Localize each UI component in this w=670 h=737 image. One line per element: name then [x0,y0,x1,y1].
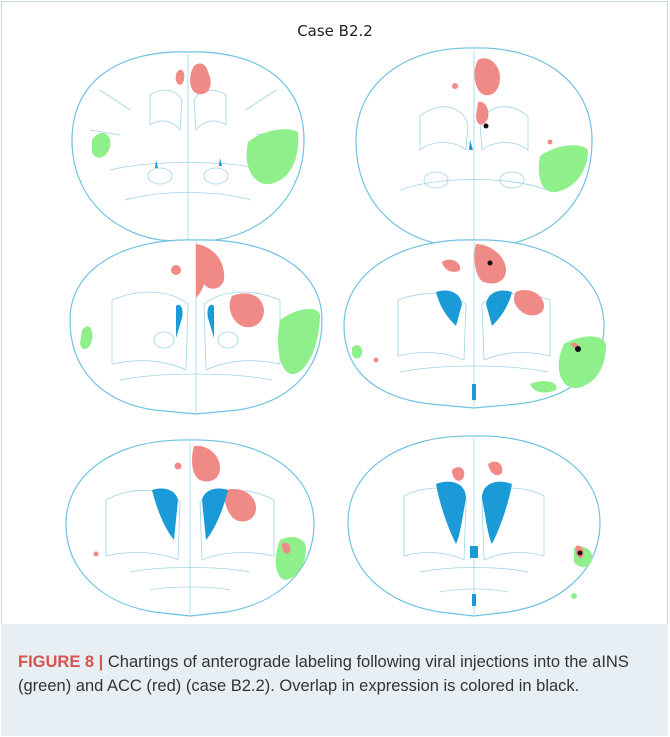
acc-label [94,552,99,557]
acc-label [171,265,181,275]
overlap-mark [484,124,489,129]
overlap-mark [488,261,493,266]
acc-label [374,358,379,363]
brain-section-1 [72,52,304,242]
brain-sections-figure [0,0,670,620]
brain-section-5 [66,440,314,616]
ains-label [276,537,306,580]
brain-section-4 [344,240,606,408]
acc-label [548,140,553,145]
acc-label [175,463,182,470]
brain-section-6 [348,436,600,616]
overlap-mark [578,551,583,556]
brain-section-3 [70,240,322,414]
overlap-mark [575,346,581,352]
caption-text: Chartings of anterograde labeling follow… [18,653,629,695]
ains-label [559,336,606,388]
acc-label [452,83,458,89]
brain-section-2 [356,48,592,248]
ains-label [571,593,577,599]
figure-label: FIGURE 8 | [18,653,103,671]
ains-label [278,309,320,374]
figure-caption: FIGURE 8 | Chartings of anterograde labe… [18,650,658,698]
